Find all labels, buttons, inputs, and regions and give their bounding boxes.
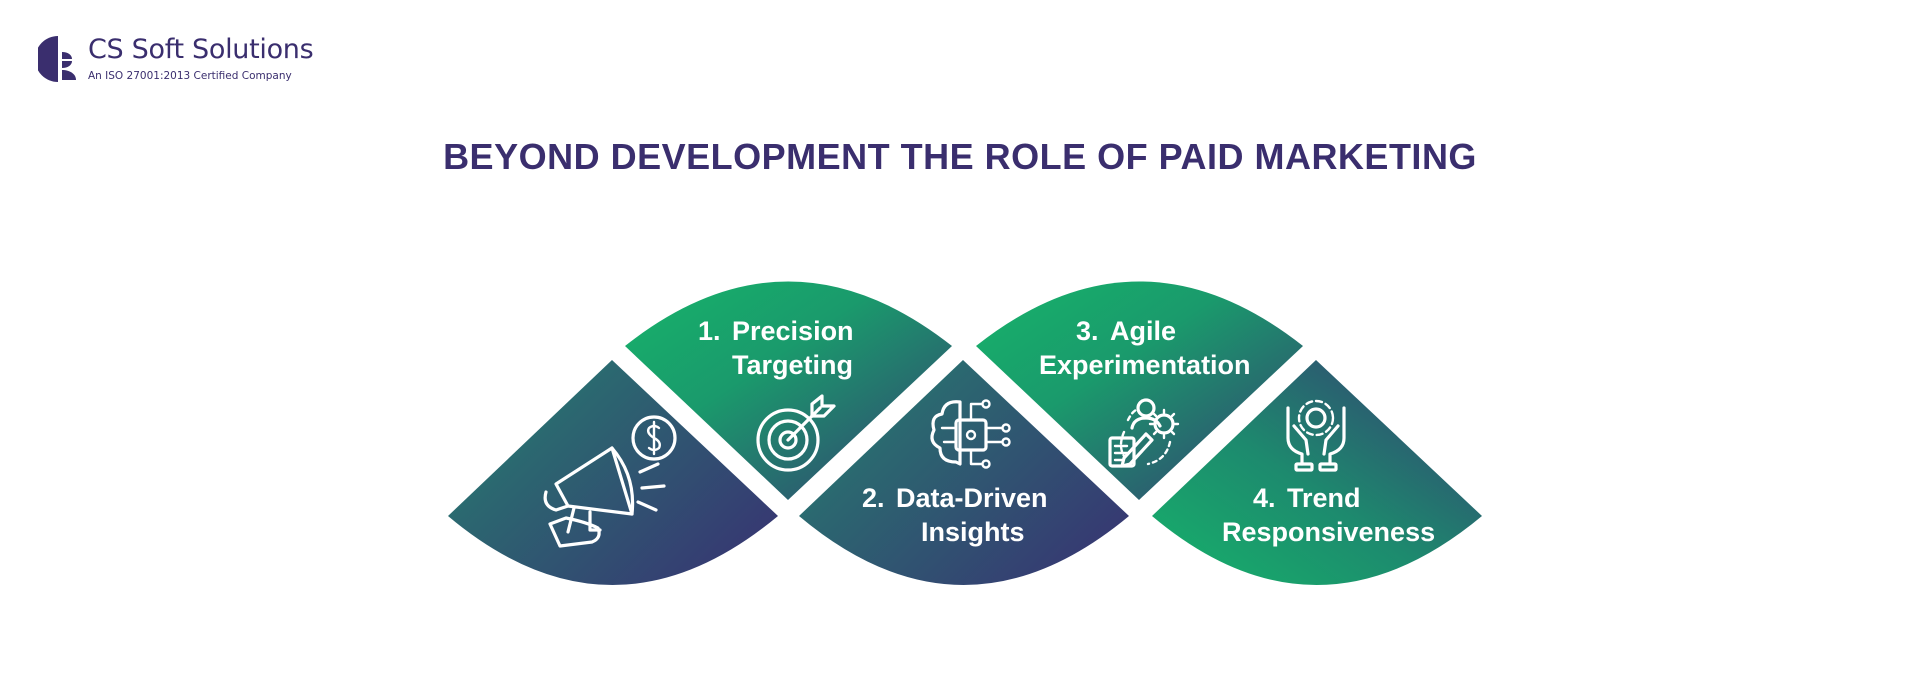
step-4-label-line1: Trend [1287,483,1361,513]
megaphone-dollar-icon [543,415,677,548]
step-1-label-line2: Targeting [732,350,853,380]
target-icon [756,394,836,472]
step-1-label-line1: Precision [732,316,854,346]
hands-gear-icon [1286,399,1346,472]
step-4-number: 4. [1253,483,1276,513]
step-3-segment [976,281,1303,500]
step-4-label-line2: Responsiveness [1222,517,1435,547]
company-logo: CS Soft Solutions An ISO 27001:2013 Cert… [38,34,314,84]
user-gear-icon [1108,398,1180,468]
step-3-number: 3. [1076,316,1099,346]
step-2-number: 2. [862,483,885,513]
step-1-segment [625,281,952,500]
lead-segment [448,360,778,585]
step-4-segment [1152,360,1482,585]
step-2-segment [799,360,1129,585]
logo-mark-icon [38,36,76,82]
brand-tagline: An ISO 27001:2013 Certified Company [88,70,292,82]
page-title: BEYOND DEVELOPMENT THE ROLE OF PAID MARK… [443,136,1477,177]
step-1-number: 1. [698,316,721,346]
brand-name: CS Soft Solutions [88,34,314,65]
step-2-label-line1: Data-Driven [896,483,1048,513]
brain-chip-icon [930,399,1011,469]
step-3-label-line2: Experimentation [1039,350,1251,380]
step-2-label-line2: Insights [921,517,1025,547]
step-3-label-line1: Agile [1110,316,1176,346]
